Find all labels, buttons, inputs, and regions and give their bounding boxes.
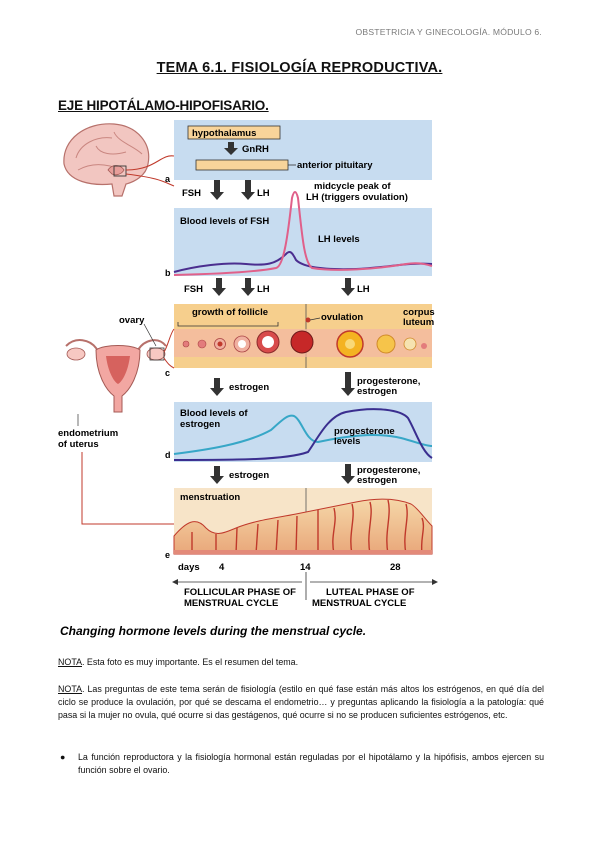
lh-curve [173,191,433,276]
ovary-label: ovary [119,315,145,326]
lh-arrow-icon-2 [241,278,255,296]
midcycle-label-line2: LH (triggers ovulation) [306,192,408,203]
estrogen-label-d: estrogen [229,470,269,481]
ovary-link-line [163,328,175,353]
running-header: OBSTETRICIA Y GINECOLOGÍA. MÓDULO 6. [355,27,542,37]
panel-d-background [174,402,432,462]
note-label: NOTA [58,657,82,667]
menstruation-label: menstruation [180,492,240,503]
endometrium-label-2: of uterus [58,439,99,450]
blood-estrogen-label-2: estrogen [180,419,220,430]
bullet-text: La función reproductora y la fisiología … [78,752,544,775]
blood-estrogen-label-1: Blood levels of [180,408,248,419]
note-text: . Esta foto es muy importante. Es el res… [82,657,299,667]
ovary-link-line-2 [163,357,175,369]
progesterone-curve [173,408,433,461]
growth-bracket [177,322,279,327]
day-28-label: 28 [390,562,401,573]
corpus-label-line2: luteum [403,317,434,328]
fsh-arrow-icon-2 [212,278,226,296]
uterus-illustration [65,339,167,413]
day-14-label: 14 [300,562,311,573]
progesterone-estrogen-label-d: estrogen [357,475,397,486]
panel-c-letter: c [165,368,170,378]
estrogen-arrow-icon-2 [210,466,224,484]
fsh-label-mid: FSH [184,284,203,295]
bullet-dot-icon: ● [60,752,66,762]
lh-label-mid: LH [257,284,270,295]
lh-arrow-icon [241,180,255,200]
note-text: . Las preguntas de este tema serán de fi… [58,684,544,720]
follicular-phase-label-1: FOLLICULAR PHASE OF [184,587,296,598]
panel-e-letter: e [165,550,170,560]
estrogen-curve [173,414,433,455]
ovulation-label: ovulation [321,312,363,323]
luteal-phase-label-2: MENSTRUAL CYCLE [312,598,406,609]
lh-label-top: LH [257,188,270,199]
menstrual-cycle-figure: hypothalamus GnRH anterior pituitary a F… [56,114,448,644]
basal-layer [174,550,432,554]
note-2: NOTA. Las preguntas de este tema serán d… [58,683,544,722]
endometrium-layer [173,498,433,555]
luteal-phase-label-1: LUTEAL PHASE OF [326,587,415,598]
note-label: NOTA [58,684,82,694]
corpus-label-line1: corpus [403,307,435,318]
panel-d-letter: d [165,450,171,460]
progesterone-arrow-icon-2 [341,464,355,484]
progesterone-label-d: progesterone, [357,465,420,476]
anterior-pituitary-label: anterior pituitary [297,160,373,171]
follicular-phase-label-2: MENSTRUAL CYCLE [184,598,278,609]
fsh-arrow-icon [210,180,224,200]
midcycle-label-line1: midcycle peak of [314,181,391,192]
brain-pointer-line [125,155,175,171]
fsh-label-top: FSH [182,188,201,199]
progesterone-levels-label-2: levels [334,436,360,447]
panel-b-letter: b [165,268,171,278]
blood-fsh-label: Blood levels of FSH [180,216,269,227]
progesterone-levels-label-1: progesterone [334,426,395,437]
gnrh-label: GnRH [242,144,269,155]
luteal-arrow-right [432,579,438,585]
panel-a-letter: a [165,174,171,184]
anterior-pituitary-box [195,159,289,171]
lh-label-luteal: LH [357,284,370,295]
days-label: days [178,562,200,573]
brain-illustration [63,123,150,197]
endometrium-link-line [81,452,174,525]
section-heading: EJE HIPOTÁLAMO-HIPOFISARIO. [58,98,269,113]
follicles-illustration [182,317,427,358]
figure-caption: Changing hormone levels during the menst… [60,624,366,638]
hypothalamus-label: hypothalamus [192,128,256,139]
lh-levels-label: LH levels [318,234,360,245]
follicular-arrow-left [172,579,178,585]
day-4-label: 4 [219,562,225,573]
endometrial-glands [191,499,425,555]
lh-arrow-icon-3 [341,278,355,296]
progesterone-arrow-icon [341,372,355,396]
gnrh-arrow-icon [224,142,238,155]
progesterone-estrogen-label-c: estrogen [357,386,397,397]
brain-pointer-line-2 [125,173,175,187]
ovary-pointer [143,323,157,347]
estrogen-label-c: estrogen [229,382,269,393]
note-1: NOTA. Esta foto es muy importante. Es el… [58,656,544,669]
hypothalamus-box [187,125,281,140]
endometrium-label-1: endometrium [58,428,118,439]
growth-follicle-label: growth of follicle [192,307,268,318]
estrogen-arrow-icon [210,378,224,396]
bullet-item: ● La función reproductora y la fisiologí… [58,751,544,777]
progesterone-label-c: progesterone, [357,376,420,387]
ovulation-pointer [309,317,321,321]
menstrual-cycle-diagram: hypothalamus GnRH anterior pituitary a F… [58,120,438,638]
page-title: TEMA 6.1. FISIOLOGÍA REPRODUCTIVA. [156,60,443,76]
